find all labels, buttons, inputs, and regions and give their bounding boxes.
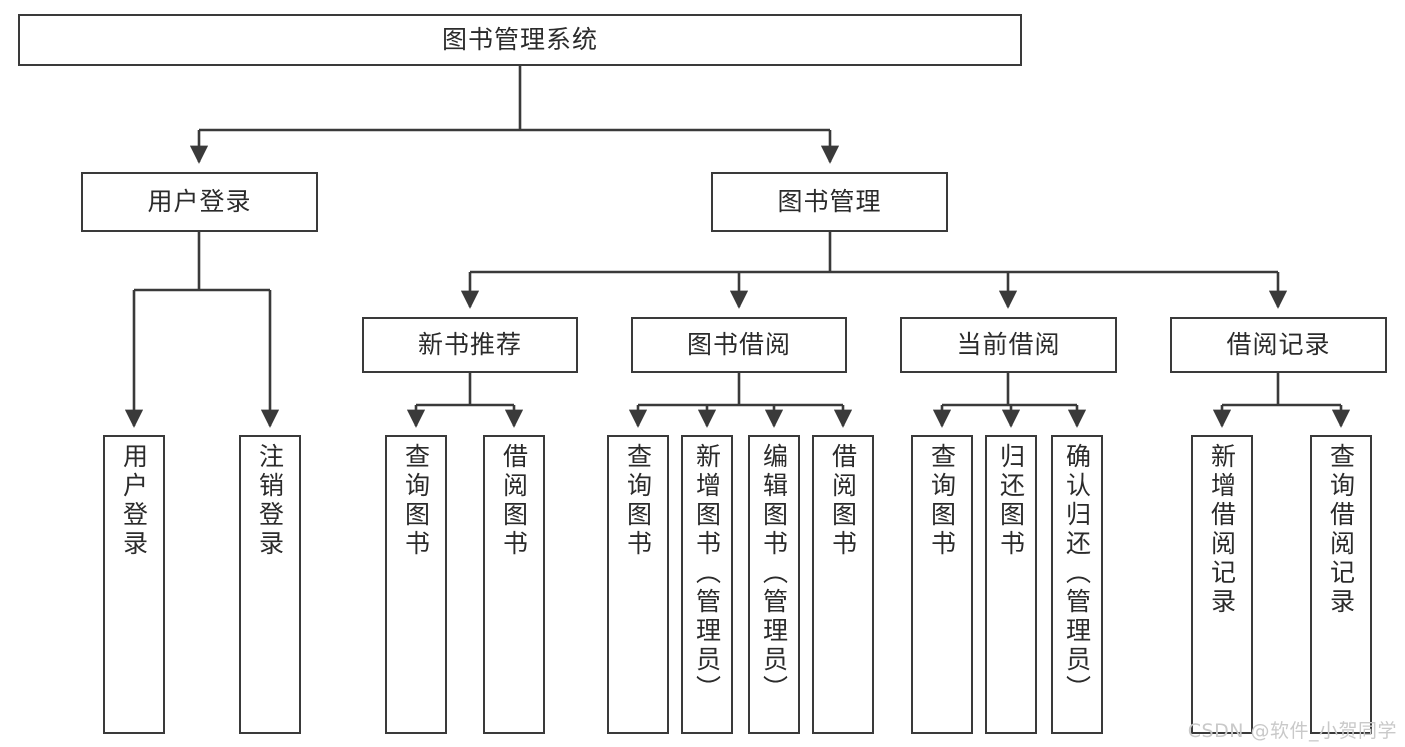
- node-leaf-confirm-return-label: 确认归还（管理员）: [1062, 443, 1092, 704]
- node-user-login[interactable]: 用户登录: [81, 172, 318, 232]
- node-leaf-add-book-label: 新增图书（管理员）: [692, 443, 722, 704]
- node-leaf-user-login-label: 用户登录: [119, 443, 149, 559]
- node-borrow-record[interactable]: 借阅记录: [1170, 317, 1387, 373]
- node-leaf-logout[interactable]: 注销登录: [239, 435, 301, 734]
- node-leaf-logout-label: 注销登录: [255, 443, 285, 559]
- node-borrow-record-label: 借阅记录: [1226, 330, 1331, 360]
- node-leaf-return-book-label: 归还图书: [996, 443, 1026, 559]
- node-leaf-query-book-1-label: 查询图书: [401, 443, 431, 559]
- node-leaf-add-book[interactable]: 新增图书（管理员）: [681, 435, 733, 734]
- node-leaf-query-book-2-label: 查询图书: [623, 443, 653, 559]
- node-book-borrow-label: 图书借阅: [686, 330, 791, 360]
- node-leaf-borrow-book-1-label: 借阅图书: [499, 443, 529, 559]
- node-new-book-recommend-label: 新书推荐: [417, 330, 522, 360]
- node-leaf-query-record-label: 查询借阅记录: [1326, 443, 1356, 617]
- node-leaf-add-record-label: 新增借阅记录: [1207, 443, 1237, 617]
- node-leaf-query-book-1[interactable]: 查询图书: [385, 435, 447, 734]
- node-leaf-edit-book[interactable]: 编辑图书（管理员）: [748, 435, 800, 734]
- node-current-borrow-label: 当前借阅: [956, 330, 1061, 360]
- node-leaf-query-record[interactable]: 查询借阅记录: [1310, 435, 1372, 734]
- node-new-book-recommend[interactable]: 新书推荐: [362, 317, 578, 373]
- node-book-manage[interactable]: 图书管理: [711, 172, 948, 232]
- node-leaf-query-book-3-label: 查询图书: [927, 443, 957, 559]
- node-leaf-return-book[interactable]: 归还图书: [985, 435, 1037, 734]
- node-user-login-label: 用户登录: [147, 187, 252, 217]
- node-leaf-user-login[interactable]: 用户登录: [103, 435, 165, 734]
- node-leaf-confirm-return[interactable]: 确认归还（管理员）: [1051, 435, 1103, 734]
- node-leaf-query-book-3[interactable]: 查询图书: [911, 435, 973, 734]
- node-leaf-query-book-2[interactable]: 查询图书: [607, 435, 669, 734]
- node-root-label: 图书管理系统: [441, 25, 598, 55]
- watermark: CSDN @软件_小贺同学: [1187, 720, 1397, 742]
- node-leaf-edit-book-label: 编辑图书（管理员）: [759, 443, 789, 704]
- node-leaf-borrow-book-2-label: 借阅图书: [828, 443, 858, 559]
- node-leaf-borrow-book-2[interactable]: 借阅图书: [812, 435, 874, 734]
- node-book-manage-label: 图书管理: [777, 187, 882, 217]
- node-leaf-add-record[interactable]: 新增借阅记录: [1191, 435, 1253, 734]
- node-current-borrow[interactable]: 当前借阅: [900, 317, 1117, 373]
- node-root[interactable]: 图书管理系统: [18, 14, 1022, 66]
- node-book-borrow[interactable]: 图书借阅: [631, 317, 847, 373]
- node-leaf-borrow-book-1[interactable]: 借阅图书: [483, 435, 545, 734]
